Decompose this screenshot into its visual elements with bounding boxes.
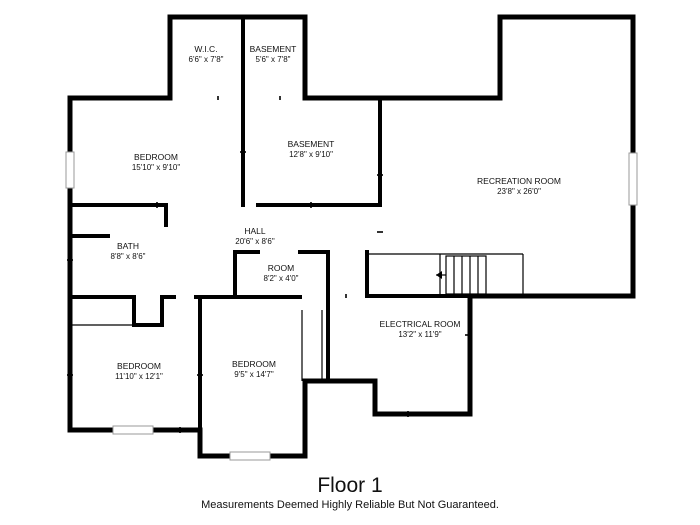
- svg-text:ELECTRICAL ROOM: ELECTRICAL ROOM: [380, 319, 461, 329]
- room-label-basement: BASEMENT 12'8" x 9'10": [288, 139, 335, 159]
- thin-lines: [70, 253, 524, 381]
- svg-text:23'8" x 26'0": 23'8" x 26'0": [497, 187, 541, 196]
- floor-title: Floor 1: [317, 474, 383, 497]
- svg-text:BEDROOM: BEDROOM: [232, 359, 276, 369]
- svg-text:BEDROOM: BEDROOM: [134, 152, 178, 162]
- disclaimer: Measurements Deemed Highly Reliable But …: [201, 499, 499, 511]
- svg-text:6'6" x 7'8": 6'6" x 7'8": [189, 55, 224, 64]
- svg-text:8'2" x 4'0": 8'2" x 4'0": [264, 274, 299, 283]
- room-label-room: ROOM 8'2" x 4'0": [264, 263, 299, 283]
- room-label-basement-small: BASEMENT 5'6" x 7'8": [250, 44, 297, 64]
- floor-plan: W.I.C. 6'6" x 7'8" BASEMENT 5'6" x 7'8" …: [65, 14, 638, 461]
- svg-text:20'6" x 8'6": 20'6" x 8'6": [235, 237, 275, 246]
- svg-text:BASEMENT: BASEMENT: [250, 44, 297, 54]
- svg-text:ROOM: ROOM: [268, 263, 294, 273]
- svg-text:HALL: HALL: [244, 226, 266, 236]
- svg-text:12'8" x 9'10": 12'8" x 9'10": [289, 150, 333, 159]
- svg-text:8'8" x 8'6": 8'8" x 8'6": [111, 252, 146, 261]
- interior-walls: [68, 15, 472, 458]
- room-label-electrical-room: ELECTRICAL ROOM 13'2" x 11'9": [380, 319, 461, 339]
- room-label-wic: W.I.C. 6'6" x 7'8": [189, 44, 224, 64]
- room-label-bedroom-sw: BEDROOM 11'10" x 12'1": [115, 361, 163, 381]
- stairs: [436, 255, 487, 295]
- room-label-recreation-room: RECREATION ROOM 23'8" x 26'0": [477, 176, 561, 196]
- room-label-bath: BATH 8'8" x 8'6": [111, 241, 146, 261]
- svg-text:RECREATION ROOM: RECREATION ROOM: [477, 176, 561, 186]
- room-label-bedroom-nw: BEDROOM 15'10" x 9'10": [132, 152, 180, 172]
- windows: [65, 151, 638, 461]
- svg-text:5'6" x 7'8": 5'6" x 7'8": [256, 55, 291, 64]
- svg-text:BASEMENT: BASEMENT: [288, 139, 335, 149]
- door-ticks: [67, 96, 471, 433]
- room-label-bedroom-s: BEDROOM 9'5" x 14'7": [232, 359, 276, 379]
- svg-text:11'10" x 12'1": 11'10" x 12'1": [115, 372, 163, 381]
- room-label-hall: HALL 20'6" x 8'6": [235, 226, 275, 246]
- svg-text:W.I.C.: W.I.C.: [194, 44, 217, 54]
- svg-text:13'2" x 11'9": 13'2" x 11'9": [398, 330, 441, 339]
- exterior-wall: [67, 14, 636, 459]
- svg-text:15'10" x 9'10": 15'10" x 9'10": [132, 163, 180, 172]
- svg-text:9'5" x 14'7": 9'5" x 14'7": [234, 370, 274, 379]
- svg-text:BEDROOM: BEDROOM: [117, 361, 161, 371]
- svg-text:BATH: BATH: [117, 241, 139, 251]
